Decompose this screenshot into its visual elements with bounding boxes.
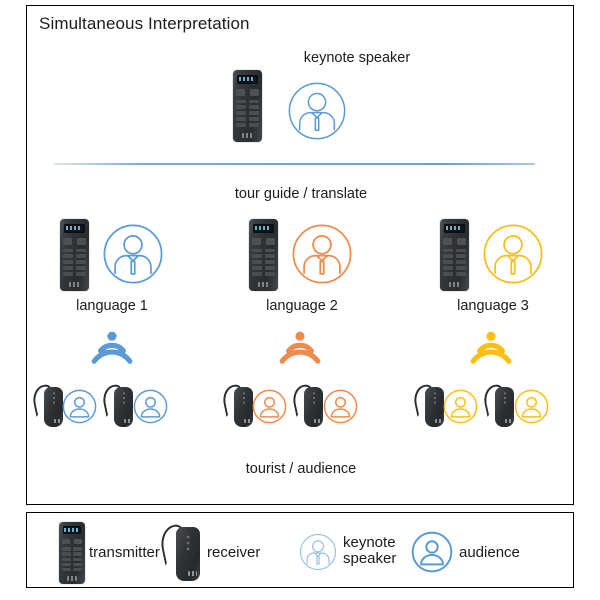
legend-label-audience: audience bbox=[459, 544, 520, 561]
legend-panel: transmitter receiver keynote speaker bbox=[26, 512, 574, 588]
tour-guide-caption: tour guide / translate bbox=[234, 186, 368, 202]
receiver-icon bbox=[220, 382, 253, 428]
keynote-speaker-icon bbox=[287, 81, 347, 141]
tour-guide-icon bbox=[291, 223, 353, 285]
audience-icon bbox=[443, 389, 478, 424]
receiver-icon bbox=[157, 522, 200, 582]
broadcast-signal-icon bbox=[279, 331, 321, 365]
broadcast-signal-icon bbox=[470, 331, 512, 365]
audience-icon bbox=[133, 389, 168, 424]
section-divider bbox=[53, 163, 535, 165]
main-diagram-panel: Simultaneous Interpretation keynote spea… bbox=[26, 5, 574, 505]
audience-icon bbox=[411, 531, 453, 573]
legend-label-keynote-line2: speaker bbox=[343, 549, 397, 567]
receiver-icon bbox=[100, 382, 133, 428]
legend-label-transmitter: transmitter bbox=[89, 544, 160, 561]
transmitter-icon bbox=[249, 219, 278, 291]
broadcast-signal-icon bbox=[91, 331, 133, 365]
receiver-icon bbox=[481, 382, 514, 428]
transmitter-icon bbox=[233, 70, 262, 142]
legend-label-keynote-speaker: keynote speaker bbox=[343, 535, 423, 567]
transmitter-icon bbox=[440, 219, 469, 291]
receiver-icon bbox=[30, 382, 63, 428]
tour-guide-icon bbox=[482, 223, 544, 285]
keynote-speaker-icon bbox=[299, 533, 337, 571]
transmitter-icon bbox=[60, 219, 89, 291]
audience-icon bbox=[62, 389, 97, 424]
language-label: language 2 bbox=[266, 298, 338, 314]
audience-icon bbox=[514, 389, 549, 424]
language-label: language 1 bbox=[76, 298, 148, 314]
tour-guide-icon bbox=[102, 223, 164, 285]
legend-label-keynote-line1: keynote bbox=[343, 534, 396, 551]
audience-icon bbox=[323, 389, 358, 424]
legend-label-receiver: receiver bbox=[207, 544, 261, 561]
audience-icon bbox=[252, 389, 287, 424]
diagram-title: Simultaneous Interpretation bbox=[39, 14, 250, 33]
language-label: language 3 bbox=[457, 298, 529, 314]
transmitter-icon bbox=[59, 522, 85, 584]
keynote-speaker-caption: keynote speaker bbox=[303, 50, 411, 66]
receiver-icon bbox=[290, 382, 323, 428]
tourist-audience-caption: tourist / audience bbox=[245, 461, 357, 477]
receiver-icon bbox=[411, 382, 444, 428]
